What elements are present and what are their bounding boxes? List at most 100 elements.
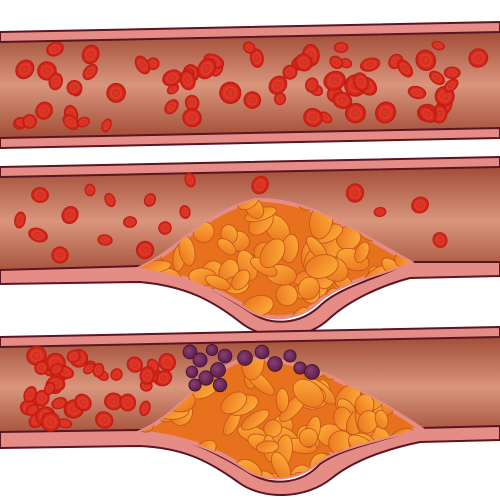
platelet-icon (237, 350, 253, 366)
red-blood-cell-icon (319, 111, 333, 124)
red-blood-cell-icon (411, 196, 429, 214)
fat-deposit-icon (220, 391, 248, 415)
red-blood-cell-icon (101, 118, 112, 133)
red-blood-cell-icon (139, 366, 156, 385)
red-blood-cell-icon (143, 193, 157, 207)
red-blood-cell-icon (66, 349, 81, 363)
red-blood-cell-icon (43, 382, 56, 396)
fat-deposit-icon (236, 199, 260, 211)
platelet-icon (185, 365, 199, 379)
red-blood-cell-icon (139, 400, 151, 417)
red-blood-cell-icon (375, 101, 397, 124)
fat-deposit-icon (270, 451, 292, 478)
platelet-icon (182, 344, 198, 360)
fat-deposit-icon (354, 241, 370, 264)
fat-deposit-icon (364, 295, 392, 314)
platelet-icon (205, 343, 219, 357)
red-blood-cell-icon (158, 221, 172, 235)
vessel-wall-top (0, 155, 500, 179)
red-blood-cell-icon (333, 42, 349, 53)
fat-deposit-icon (240, 409, 270, 431)
fat-deposit-icon (205, 274, 231, 291)
red-blood-cell-icon (332, 91, 353, 109)
red-blood-cell-icon (154, 370, 173, 387)
red-blood-cell-icon (329, 55, 344, 70)
platelet-icon (217, 348, 233, 364)
red-blood-cell-icon (66, 79, 83, 96)
red-blood-cell-icon (345, 183, 365, 203)
red-blood-cell-icon (273, 92, 287, 106)
fat-deposit-icon (369, 304, 397, 318)
red-blood-cell-icon (429, 70, 445, 86)
red-blood-cell-icon (22, 114, 38, 129)
red-blood-cell-icon (249, 48, 264, 68)
red-blood-cell-icon (31, 187, 49, 203)
fat-deposit-icon (256, 472, 287, 478)
fat-deposit-icon (374, 409, 389, 430)
red-blood-cell-icon (305, 77, 319, 93)
red-blood-cell-icon (415, 49, 437, 72)
fat-deposit-icon (174, 459, 195, 478)
red-blood-cell-icon (397, 59, 414, 78)
red-blood-cell-icon (62, 114, 80, 130)
vessel-lumen (0, 30, 500, 140)
red-blood-cell-icon (344, 102, 366, 124)
red-blood-cell-icon (83, 362, 96, 375)
platelet-icon (212, 377, 228, 393)
red-blood-cell-icon (48, 72, 64, 91)
platelet-icon (210, 362, 226, 378)
red-blood-cell-icon (134, 55, 151, 75)
red-blood-cell-icon (15, 59, 35, 80)
red-blood-cell-icon (182, 108, 202, 128)
fat-deposit-icon (304, 254, 339, 279)
red-blood-cell-icon (282, 64, 298, 80)
red-blood-cell-icon (443, 66, 461, 79)
vessel-wall-bottom (0, 126, 500, 150)
fat-deposit-icon (391, 468, 418, 478)
red-blood-cell-icon (352, 72, 369, 92)
fat-deposit-icon (359, 462, 382, 478)
fat-deposit-icon (231, 269, 251, 291)
fat-deposit-icon (298, 427, 319, 448)
fat-deposit-icon (275, 388, 290, 413)
red-blood-cell-icon (49, 363, 64, 376)
fat-deposit-icon (263, 419, 283, 438)
platelet-icon (267, 356, 283, 372)
red-blood-cell-icon (294, 53, 313, 72)
red-blood-cell-icon (164, 99, 179, 115)
red-blood-cell-icon (196, 57, 217, 80)
red-blood-cell-icon (323, 70, 346, 91)
fat-deposit-icon (378, 294, 410, 318)
red-blood-cell-icon (35, 101, 53, 120)
red-blood-cell-icon (303, 107, 323, 128)
red-blood-cell-icon (74, 393, 92, 412)
red-blood-cell-icon (119, 393, 137, 412)
red-blood-cell-icon (407, 85, 427, 100)
plaque-artery (0, 155, 500, 338)
red-blood-cell-icon (82, 63, 98, 81)
fat-deposit-icon (140, 310, 159, 318)
red-blood-cell-icon (28, 227, 48, 243)
platelet-icon (283, 349, 297, 363)
red-blood-cell-icon (373, 206, 387, 218)
platelet-icon (198, 370, 214, 386)
red-blood-cell-icon (443, 78, 459, 93)
red-blood-cell-icon (359, 57, 381, 72)
fat-deposit-icon (338, 309, 359, 318)
red-blood-cell-icon (251, 175, 269, 195)
red-blood-cell-icon (135, 240, 155, 260)
red-blood-cell-icon (92, 362, 105, 378)
red-blood-cell-icon (51, 246, 69, 264)
fat-deposit-icon (357, 466, 386, 478)
red-blood-cell-icon (243, 91, 262, 109)
platelet-icon (192, 352, 208, 368)
red-blood-cell-icon (158, 352, 176, 372)
red-blood-cell-icon (40, 411, 61, 432)
fat-deposit-icon (366, 456, 383, 478)
red-blood-cell-icon (126, 356, 144, 373)
fat-deposit-icon (387, 308, 405, 318)
red-blood-cell-icon (468, 48, 489, 68)
fat-deposit-icon (256, 440, 279, 454)
red-blood-cell-icon (122, 216, 138, 228)
fat-deposit-icon (358, 465, 384, 478)
